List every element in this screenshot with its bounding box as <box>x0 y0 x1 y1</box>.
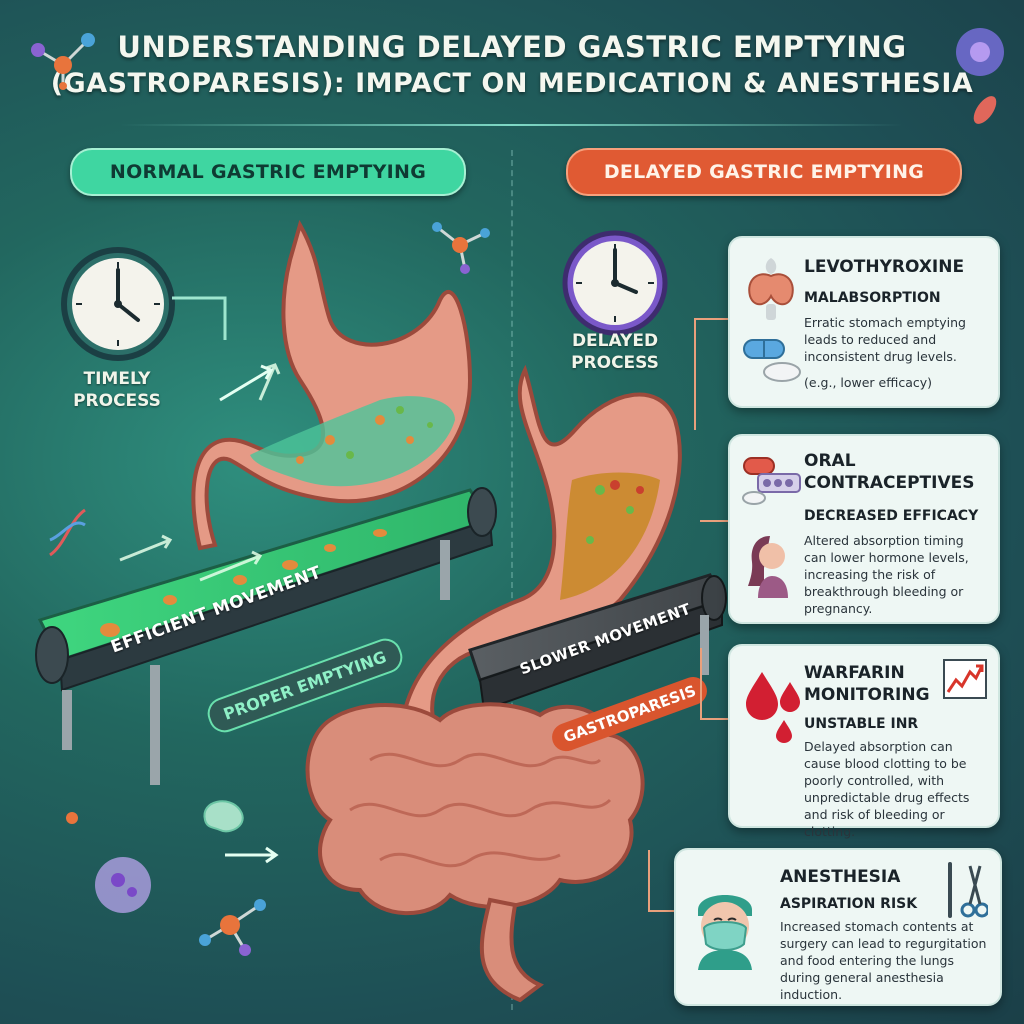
normal-conveyor-belt <box>35 363 497 785</box>
title-rule <box>120 124 904 126</box>
connector-2 <box>700 520 730 522</box>
molecule-icon-top-left <box>31 33 95 90</box>
bacteria-icon-top-right <box>973 96 997 124</box>
blood-drops-icon <box>746 672 800 743</box>
molecule-icon-bottom-left <box>199 899 266 956</box>
card-anesthesia-subtitle: ASPIRATION RISK <box>780 896 918 912</box>
title-line-2: (GASTROPARESIS): IMPACT ON MEDICATION & … <box>50 68 974 99</box>
card-warfarin-title: WARFARIN MONITORING <box>804 663 930 705</box>
particle-dot <box>66 812 78 824</box>
title-line-1: UNDERSTANDING DELAYED GASTRIC EMPTYING <box>117 30 907 64</box>
cell-icon-bottom-left <box>95 857 151 913</box>
clock-icon-delayed <box>562 230 668 336</box>
card-anesthesia-body: Increased stomach contents at surgery ca… <box>780 919 987 1002</box>
card-warfarin-subtitle: UNSTABLE INR <box>804 716 919 732</box>
connector-4 <box>648 850 676 912</box>
card-levothyroxine-body: Erratic stomach emptying leads to reduce… <box>804 315 966 364</box>
intestine-folds <box>349 752 612 868</box>
card-contraceptives-body: Altered absorption timing can lower horm… <box>804 533 969 616</box>
cell-icon-top-right <box>956 28 1004 76</box>
inr-chart-icon <box>943 659 987 699</box>
card-oral-contraceptives: ORAL CONTRACEPTIVES DECREASED EFFICACY A… <box>728 434 1000 624</box>
normal-emptying-header: NORMAL GASTRIC EMPTYING <box>70 148 466 196</box>
timely-process-label: TIMELY PROCESS <box>73 369 161 411</box>
normal-stomach <box>191 219 473 551</box>
bacteria-icon-left <box>203 800 244 833</box>
card-warfarin: WARFARIN MONITORING UNSTABLE INR Delayed… <box>728 644 1000 839</box>
card-levothyroxine-subtitle: MALABSORPTION <box>804 290 941 306</box>
card-anesthesia-title: ANESTHESIA <box>780 867 901 887</box>
card-contraceptives-title: ORAL CONTRACEPTIVES <box>804 451 975 493</box>
card-contraceptives-subtitle: DECREASED EFFICACY <box>804 508 979 524</box>
anesthesiologist-icon <box>698 895 752 970</box>
pill-icon <box>743 339 801 382</box>
card-levothyroxine: LEVOTHYROXINE MALABSORPTION Erratic stom… <box>728 236 1000 408</box>
surgical-tools-icon <box>948 862 988 918</box>
intestines <box>305 702 645 1003</box>
clock-icon-normal <box>61 247 175 361</box>
dna-icon <box>49 508 86 557</box>
delayed-conveyor-belt <box>468 573 727 712</box>
page-title: UNDERSTANDING DELAYED GASTRIC EMPTYING (… <box>0 28 1024 102</box>
card-levothyroxine-title: LEVOTHYROXINE <box>804 257 965 277</box>
section-divider <box>511 150 513 1010</box>
contraceptive-pack-icon <box>742 457 801 505</box>
card-anesthesia: ANESTHESIA ASPIRATION RISK Increased sto… <box>674 848 1002 1006</box>
card-warfarin-body: Delayed absorption can cause blood clott… <box>804 739 970 839</box>
thyroid-icon <box>748 258 794 320</box>
flow-arrows <box>172 296 279 864</box>
woman-icon <box>748 536 788 598</box>
connector-3 <box>700 648 730 720</box>
connector-1 <box>694 318 730 430</box>
card-levothyroxine-note: (e.g., lower efficacy) <box>804 375 932 390</box>
molecule-icon-center <box>432 222 490 274</box>
delayed-emptying-header: DELAYED GASTRIC EMPTYING <box>566 148 962 196</box>
delayed-process-label: DELAYED PROCESS <box>571 331 659 373</box>
